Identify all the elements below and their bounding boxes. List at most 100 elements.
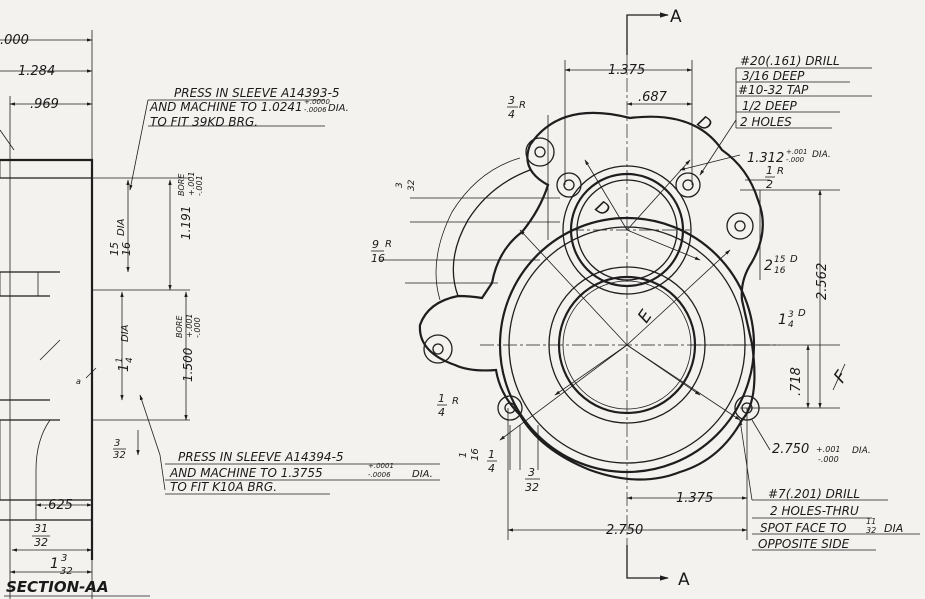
svg-text:#20(.161) DRILL: #20(.161) DRILL [740,54,840,68]
svg-text:D: D [798,308,806,319]
svg-text:+.0000: +.0000 [304,98,330,106]
svg-text:1.312: 1.312 [747,151,784,166]
dim-1-1-4-dia: 1 1 4 DIA [115,324,135,372]
dim-1-3-32: 1 3 32 [50,553,73,577]
dim-31-32: 31 32 [32,522,50,549]
svg-text:3: 3 [61,553,67,564]
svg-text:2.750: 2.750 [772,442,809,457]
svg-text:1: 1 [488,448,495,461]
small-a-label: a [76,377,81,386]
svg-text:2: 2 [766,178,773,191]
svg-text:1: 1 [766,164,773,177]
svg-text:15: 15 [108,242,121,256]
svg-text:TO FIT K10A BRG.: TO FIT K10A BRG. [170,480,277,494]
svg-text:AND MACHINE TO 1.3755: AND MACHINE TO 1.3755 [169,466,323,480]
dim-1375-top: 1.375 [608,63,645,78]
svg-text:DIA.: DIA. [852,446,871,456]
dim-r-3-32: 3 32 [395,179,417,191]
svg-text:9: 9 [372,238,379,251]
svg-text:#10-32 TAP: #10-32 TAP [738,83,809,97]
svg-text:1.500: 1.500 [181,347,195,382]
svg-text:32: 32 [60,566,73,577]
dim-000: .000 [0,33,29,48]
svg-text:.718: .718 [789,367,804,396]
svg-text:3: 3 [395,182,405,188]
svg-text:DIA: DIA [884,522,903,535]
dim-1-3-4-d: 1 3 4 D [778,308,806,330]
svg-text:R: R [519,100,526,111]
svg-text:+.001: +.001 [786,148,807,156]
svg-text:3: 3 [508,94,515,107]
svg-text:1: 1 [115,357,125,363]
cutting-plane-a-bottom [626,545,669,581]
dim-3-32: 3 32 [113,438,126,461]
svg-text:BORE: BORE [175,315,184,338]
dim-2-15-16-d: 2 15 16 D [764,254,798,276]
dim-2750-dia: 2.750 +.001 -.000 DIA. [772,442,871,464]
note-sleeve-a14393: PRESS IN SLEEVE A14393-5 AND MACHINE TO … [148,86,349,129]
svg-text:R: R [385,239,392,250]
svg-text:DIA: DIA [116,218,127,236]
svg-text:32: 32 [113,450,126,461]
svg-text:31: 31 [34,522,48,535]
dim-625: .625 [44,498,73,513]
dim-1312-dia: 1.312 +.001 -.000 DIA. [747,148,831,166]
svg-text:TO FIT 39KD BRG.: TO FIT 39KD BRG. [150,115,258,129]
dim-r-1-2: 1 2 R [765,164,784,191]
svg-text:3: 3 [528,466,535,479]
svg-text:4: 4 [125,357,135,363]
note-sleeve-a14394: PRESS IN SLEEVE A14394-5 AND MACHINE TO … [159,450,440,495]
svg-text:PRESS IN SLEEVE A14393-5: PRESS IN SLEEVE A14393-5 [174,86,340,100]
svg-text:+.001: +.001 [187,171,196,196]
svg-text:+.001: +.001 [816,445,841,454]
dim-bore-1500: 1.500 BORE +.001 -.000 [175,313,202,382]
cut-label-bottom: A [678,570,690,590]
note-drill-tap: #20(.161) DRILL 3/16 DEEP #10-32 TAP 1/2… [735,54,872,129]
svg-text:-.0006: -.0006 [368,471,391,479]
svg-text:R: R [777,166,784,177]
svg-text:AND MACHINE TO 1.0241: AND MACHINE TO 1.0241 [149,100,303,114]
dim-bore-1191: 1.191 BORE +.001 -.001 [177,171,204,240]
svg-text:4: 4 [488,462,495,475]
label-f: F [830,367,852,387]
note-drill-spot-face: #7(.201) DRILL 2 HOLES-THRU SPOT FACE TO… [752,487,920,551]
label-e: E [634,306,657,326]
svg-text:+.001: +.001 [185,313,194,338]
dim-r-9-16: 9 16 R [371,238,392,265]
svg-text:1: 1 [778,312,787,328]
svg-text:2 HOLES: 2 HOLES [740,115,792,129]
svg-text:DIA.: DIA. [412,469,433,480]
dim-1-16: 1 16 [458,448,481,461]
svg-text:1: 1 [438,392,445,405]
svg-text:3/16 DEEP: 3/16 DEEP [742,69,805,83]
svg-text:1/2 DEEP: 1/2 DEEP [742,99,798,113]
svg-text:32: 32 [525,481,539,494]
dim-687: .687 [638,90,668,105]
dim-15-16-dia: 15 16 DIA [108,218,133,256]
svg-text:BORE: BORE [177,173,186,196]
svg-text:16: 16 [774,266,786,276]
dim-r-3-4: 3 4 R [507,94,526,121]
svg-text:1: 1 [458,452,469,458]
svg-text:1: 1 [50,556,59,572]
svg-text:#7(.201) DRILL: #7(.201) DRILL [768,487,860,501]
svg-text:-.000: -.000 [818,455,839,464]
svg-text:+.0001: +.0001 [368,462,394,470]
svg-text:3: 3 [114,438,120,449]
svg-text:2: 2 [764,258,773,274]
svg-text:3: 3 [788,310,794,320]
dim-1284: 1.284 [18,64,55,79]
svg-text:4: 4 [438,406,445,419]
svg-text:SPOT FACE TO: SPOT FACE TO [760,521,846,535]
dim-2562: 2.562 [815,263,830,300]
dim-1-4-b: 1 4 [487,448,497,475]
front-view-housing [380,55,846,545]
svg-text:1.191: 1.191 [179,206,193,240]
svg-text:DIA.: DIA. [328,103,349,114]
svg-text:1: 1 [117,364,132,372]
svg-text:4: 4 [508,108,515,121]
svg-text:16: 16 [371,252,385,265]
svg-text:32: 32 [407,179,417,191]
svg-text:32: 32 [34,536,48,549]
